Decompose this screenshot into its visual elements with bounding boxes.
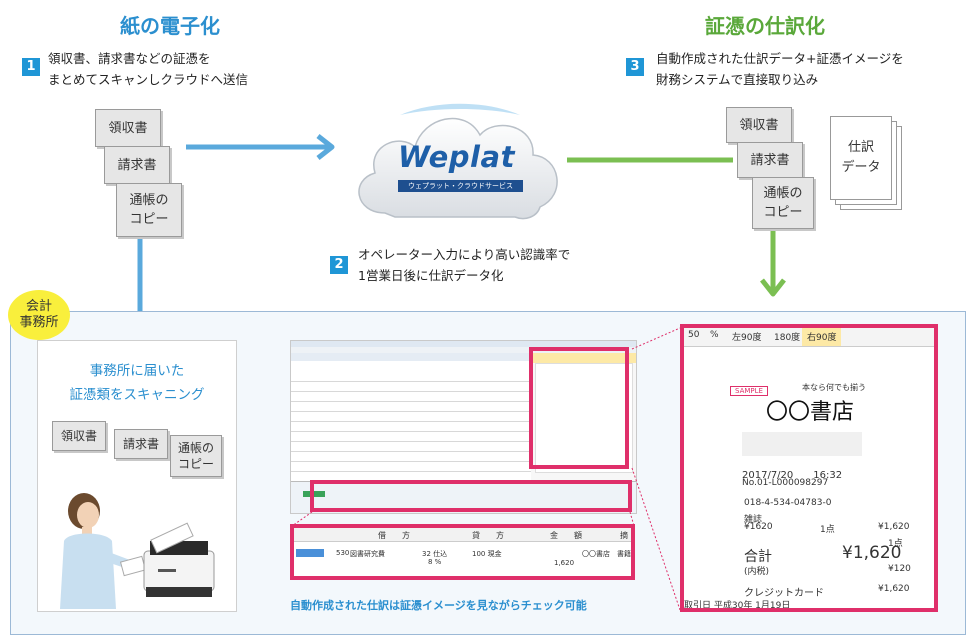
journal-zoom-frame bbox=[290, 524, 635, 580]
step-1-number: 1 bbox=[22, 58, 40, 76]
scan-passbook-label-2: コピー bbox=[177, 457, 214, 471]
step-1-line-1: 領収書、請求書などの証憑を bbox=[48, 51, 211, 66]
scan-receipt-card: 領収書 bbox=[52, 421, 106, 451]
receipt-highlight-box bbox=[529, 347, 629, 469]
receipt-slogan: 本なら何でも揃う bbox=[802, 383, 866, 392]
step-3-number: 3 bbox=[626, 58, 644, 76]
step-3: 3 自動作成された仕訳データ+証憑イメージを 財務システムで直接取り込み bbox=[626, 48, 971, 94]
journal-cash: 100 現金 bbox=[472, 550, 502, 558]
journal-tax-1: 32 仕込 bbox=[422, 550, 448, 558]
journal-zoom: 借 方 貸 方 金 額 摘 530 図書研究費 32 仕込 8 % 100 現金… bbox=[292, 527, 632, 579]
step-2-number: 2 bbox=[330, 256, 348, 274]
journal-summary-header: 摘 bbox=[620, 531, 628, 540]
person-scanner-illustration bbox=[60, 493, 215, 609]
scanning-line-1: 事務所に届いた bbox=[89, 363, 185, 379]
receipt-sample-stamp: SAMPLE bbox=[730, 386, 768, 396]
journal-sheet: 仕訳 データ bbox=[830, 116, 892, 200]
zoom-value[interactable]: 50 bbox=[688, 330, 700, 340]
receipt-total-count: 1点 bbox=[888, 539, 903, 549]
invoice-label: 請求書 bbox=[117, 157, 157, 173]
receipt-shop-name: 〇〇書店 bbox=[766, 400, 855, 425]
journal-code: 530 bbox=[336, 549, 350, 557]
invoice-label-right: 請求書 bbox=[750, 152, 790, 168]
check-caption: 自動作成された仕訳は証憑イメージを見ながらチェック可能 bbox=[290, 599, 587, 612]
scan-passbook-label-1: 通帳の bbox=[177, 441, 214, 455]
rotate-180-button[interactable]: 180度 bbox=[774, 333, 801, 343]
receipt-item-1-price: ¥1620 bbox=[744, 522, 773, 532]
step-1-line-2: まとめてスキャンしクラウドへ送信 bbox=[48, 72, 249, 87]
scanning-box: 事務所に届いた 証憑類をスキャニング 領収書 請求書 通帳の コピー bbox=[37, 340, 237, 612]
step-2-line-1: オペレーター入力により高い認識率で bbox=[358, 247, 571, 262]
receipt-tax-id: 018-4-534-04783-0 bbox=[744, 498, 832, 508]
passbook-label-1: 通帳の bbox=[129, 193, 169, 208]
passbook-label-right-2: コピー bbox=[763, 205, 803, 220]
scan-invoice-card: 請求書 bbox=[114, 429, 168, 459]
scanning-text: 事務所に届いた 証憑類をスキャニング bbox=[38, 359, 236, 407]
rotate-right-button[interactable]: 右90度 bbox=[802, 327, 842, 346]
badge-line-1: 会計 bbox=[25, 299, 52, 314]
step-1: 1 領収書、請求書などの証憑を まとめてスキャンしクラウドへ送信 bbox=[22, 48, 302, 94]
journal-highlight-box bbox=[310, 480, 632, 512]
rotate-left-button[interactable]: 左90度 bbox=[732, 333, 762, 343]
weplat-tagline: ウェプラット・クラウドサービス bbox=[398, 180, 523, 192]
badge-line-2: 事務所 bbox=[19, 315, 59, 330]
right-title: 証憑の仕訳化 bbox=[705, 14, 825, 38]
receipt-total-label: 合計 bbox=[744, 549, 772, 565]
receipt-number: No.01-L000098297 bbox=[742, 478, 829, 488]
receipt-label: 領収書 bbox=[108, 120, 148, 136]
receipt-total: ¥1,620 bbox=[842, 543, 902, 563]
step-3-line-1: 自動作成された仕訳データ+証憑イメージを bbox=[656, 51, 904, 66]
receipt-zoom: 50 % 左90度 180度 右90度 本なら何でも揃う SAMPLE 〇〇書店… bbox=[682, 326, 936, 610]
journal-value: 1,620 bbox=[554, 559, 575, 567]
receipt-item-1-amount: ¥1,620 bbox=[878, 522, 910, 532]
journal-credit-header: 貸 方 bbox=[472, 531, 504, 540]
scan-invoice-label: 請求書 bbox=[122, 436, 159, 451]
receipt-payment-label: クレジットカード bbox=[744, 588, 824, 599]
scanning-line-2: 証憑類をスキャニング bbox=[69, 387, 205, 403]
receipt-item-1: 雑誌 bbox=[744, 515, 763, 525]
receipt-card: 領収書 bbox=[95, 109, 161, 147]
receipt-zoom-frame bbox=[680, 324, 938, 612]
receipt-label-right: 領収書 bbox=[739, 117, 779, 133]
weplat-logo: Weplat bbox=[398, 140, 515, 174]
passbook-card-right: 通帳の コピー bbox=[752, 177, 814, 229]
scan-passbook-card: 通帳の コピー bbox=[170, 435, 222, 477]
receipt-datetime: 2017/7/20 16:32 bbox=[742, 470, 843, 481]
step-2: 2 オペレーター入力により高い認識率で 1営業日後に仕訳データ化 bbox=[330, 244, 620, 290]
zoom-unit: % bbox=[710, 330, 719, 340]
office-badge: 会計事務所 bbox=[8, 290, 70, 340]
journal-memo: 〇〇書店 書籍 bbox=[582, 550, 631, 558]
passbook-label-2: コピー bbox=[129, 212, 169, 227]
cloud-icon bbox=[358, 103, 558, 220]
passbook-card: 通帳の コピー bbox=[116, 183, 182, 237]
journal-debit-header: 借 方 bbox=[378, 531, 410, 540]
step-3-line-2: 財務システムで直接取り込み bbox=[656, 72, 819, 87]
passbook-label-right-1: 通帳の bbox=[763, 186, 803, 201]
accounting-software-screenshot bbox=[290, 340, 637, 514]
invoice-card-right: 請求書 bbox=[737, 142, 803, 178]
receipt-item-1-qty: 1点 bbox=[820, 525, 835, 535]
journal-label-1: 仕訳 bbox=[847, 140, 874, 155]
receipt-footer: 取引日 平成30年 1月19日 bbox=[684, 601, 791, 610]
left-title: 紙の電子化 bbox=[120, 14, 220, 38]
scan-receipt-label: 領収書 bbox=[60, 428, 97, 443]
journal-tax-2: 8 % bbox=[428, 558, 442, 566]
journal-account: 図書研究費 bbox=[350, 550, 385, 558]
receipt-tax-label: (内税) bbox=[744, 567, 770, 577]
step-2-line-2: 1営業日後に仕訳データ化 bbox=[358, 268, 504, 283]
receipt-card-right: 領収書 bbox=[726, 107, 792, 143]
journal-label-2: データ bbox=[841, 160, 881, 175]
journal-amount-header: 金 額 bbox=[550, 531, 582, 540]
receipt-payment: ¥1,620 bbox=[878, 584, 910, 594]
receipt-tax: ¥120 bbox=[888, 564, 911, 574]
